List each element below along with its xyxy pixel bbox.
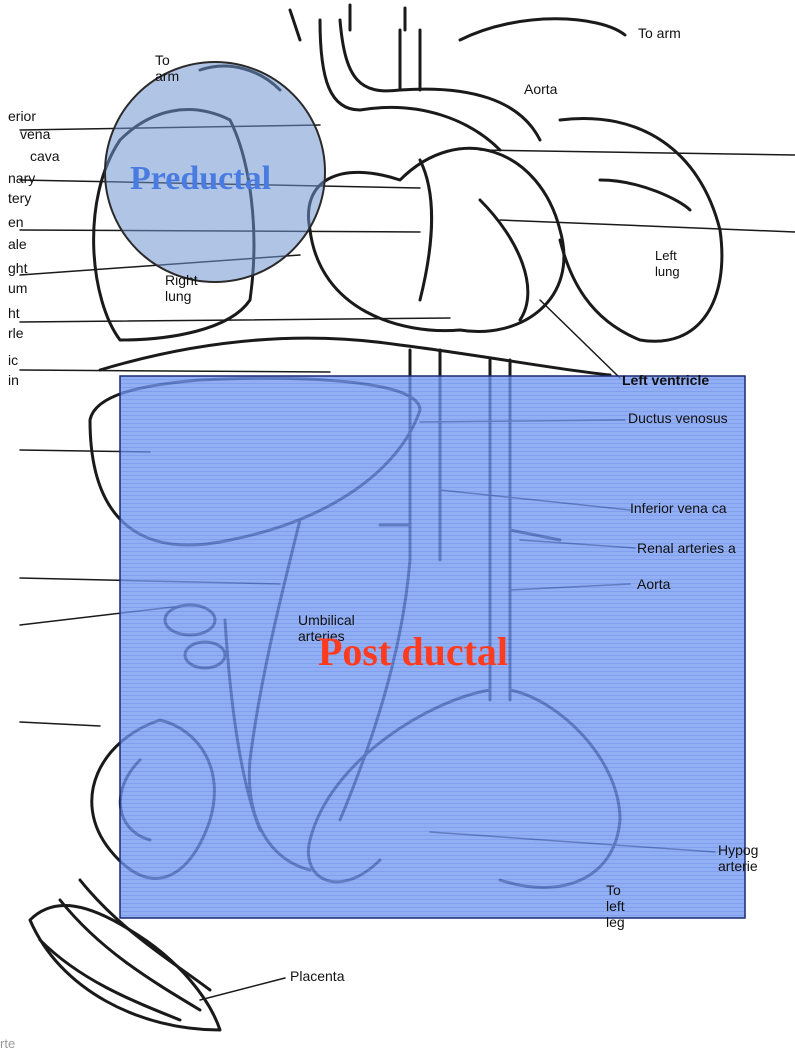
diaphragm (100, 338, 610, 375)
label-aorta-lower: Aorta (637, 576, 670, 592)
label-renal-arteries: Renal arteries a (637, 540, 736, 556)
label-cut-fragment: ic (8, 352, 18, 368)
label-to-arm-left: To arm (155, 52, 195, 84)
label-to-arm-right: To arm (638, 25, 681, 41)
label-placenta: Placenta (290, 968, 344, 984)
leader-line (20, 722, 100, 726)
heart-chamber (420, 160, 432, 300)
label-ductus-venosus: Ductus venosus (628, 410, 728, 426)
to-arm-loop (460, 19, 625, 40)
source-credit: rte (0, 1036, 15, 1051)
label-cut-fragment: in (8, 372, 19, 388)
label-inferior-vena-cava: Inferior vena ca (630, 500, 727, 516)
heart-chamber (480, 200, 528, 320)
leader-line (20, 370, 330, 372)
label-cut-fragment: en (8, 214, 24, 230)
postductal-title: Post ductal (318, 628, 508, 675)
label-hypogastric-arteries: Hypog arterie (718, 842, 788, 874)
label-cut-fragment: tery (8, 190, 31, 206)
top-vessel-arrow (290, 10, 300, 40)
label-cut-fragment: vena (20, 126, 50, 142)
lung-arrow (600, 180, 690, 210)
leader-line (480, 150, 795, 155)
label-right-lung: Right lung (165, 272, 205, 304)
label-cut-fragment: rle (8, 325, 24, 341)
label-aorta-top: Aorta (524, 81, 557, 97)
label-to-left-leg: To left leg (606, 882, 641, 930)
label-cut-fragment: ght (8, 260, 27, 276)
label-cut-fragment: nary (8, 170, 35, 186)
label-cut-fragment: um (8, 280, 27, 296)
label-left-lung: Left lung (655, 248, 695, 280)
label-cut-fragment: cava (30, 148, 60, 164)
label-cut-fragment: ale (8, 236, 27, 252)
label-left-ventricle: Left ventricle (622, 372, 709, 388)
label-cut-fragment: ht (8, 305, 20, 321)
label-cut-fragment: erior (8, 108, 36, 124)
preductal-title: Preductal (130, 160, 271, 198)
aortic-arch (320, 20, 500, 150)
aortic-arch (340, 20, 540, 140)
leader-line (200, 978, 285, 1000)
leader-line (500, 220, 795, 232)
